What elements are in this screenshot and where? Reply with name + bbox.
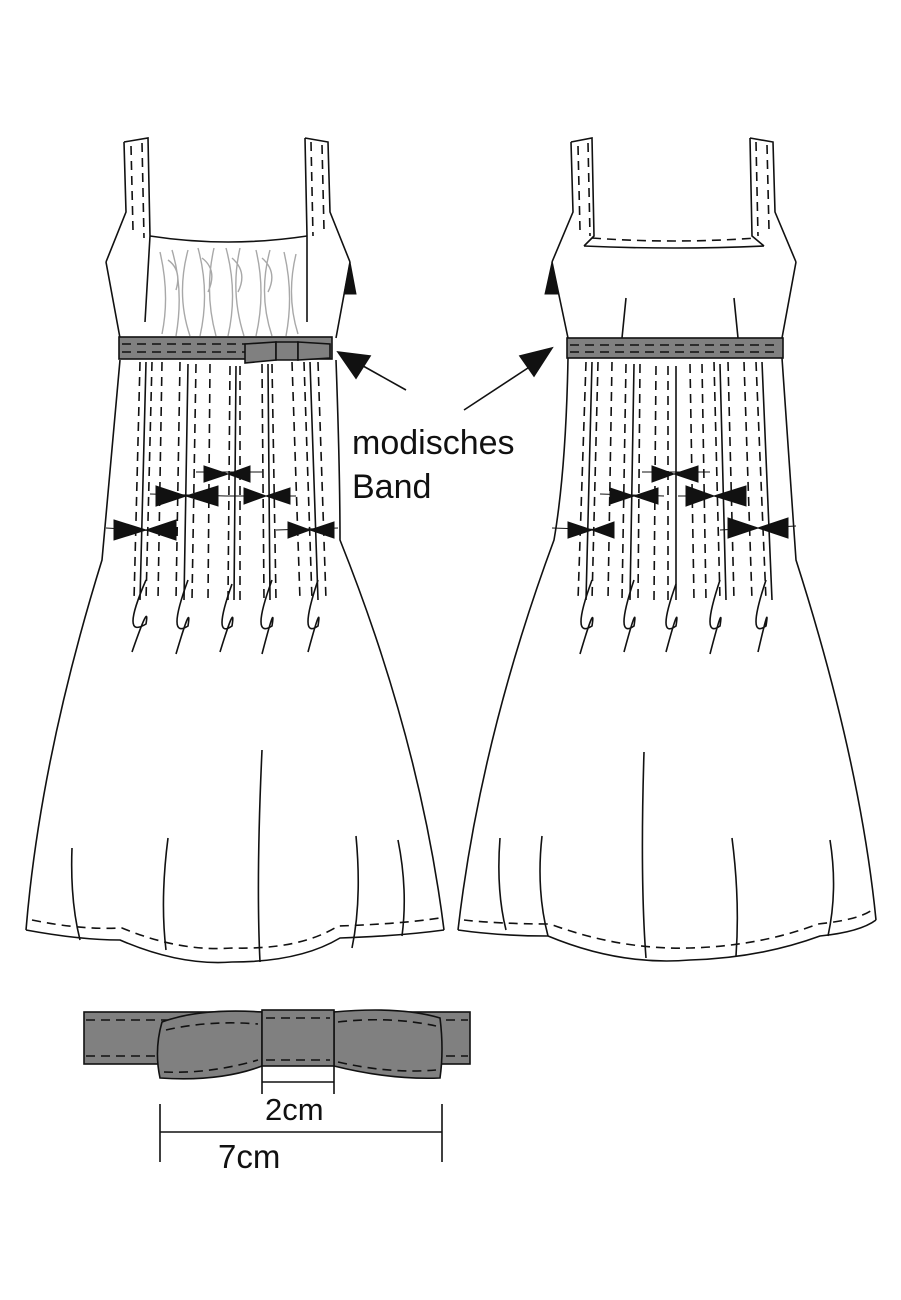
back-neckline-stitch: [591, 237, 757, 242]
dimension-line-7cm: [159, 1104, 443, 1162]
front-skirt-folds: [70, 749, 406, 963]
back-bowtie-markers: [544, 261, 789, 539]
bowtie-marker: [685, 485, 747, 507]
front-skirt-left-side: [25, 359, 121, 931]
back-skirt-right-side: [781, 357, 877, 921]
arrow-to-front-band: [355, 361, 407, 391]
front-hem-stitch: [31, 917, 441, 950]
front-notch-marker: [343, 261, 357, 295]
front-bowtie-markers: [113, 261, 357, 541]
back-skirt-folds: [498, 751, 835, 959]
bowtie-marker: [203, 465, 251, 483]
back-band-stitch: [570, 344, 780, 353]
front-pleat-loops: [131, 579, 320, 655]
front-band-bow: [244, 341, 331, 364]
front-mark-lines: [105, 471, 339, 533]
bow-left-loop: [156, 1010, 263, 1080]
dress-front-view: [25, 137, 445, 964]
back-neckline: [583, 245, 765, 249]
back-left-strap: [551, 137, 595, 263]
annotation-label-line2: Band: [352, 468, 432, 506]
front-left-strap: [105, 137, 151, 323]
band-callout-arrows: [336, 346, 554, 411]
back-hem-stitch: [463, 909, 873, 949]
back-pleat-loops: [579, 579, 768, 655]
front-neckline: [149, 235, 308, 243]
back-hem: [457, 919, 877, 962]
bowtie-marker: [155, 485, 219, 507]
front-pleat-lines: [133, 361, 327, 601]
back-band: [566, 337, 784, 359]
front-skirt-right-side: [335, 359, 445, 931]
bowtie-marker: [727, 517, 789, 539]
front-left-strap-stitch: [130, 142, 145, 239]
bowtie-marker: [243, 487, 291, 505]
front-bodice-sides: [105, 261, 351, 339]
back-bodice: [551, 261, 797, 339]
bowtie-marker: [287, 521, 335, 539]
arrowhead-front: [336, 350, 372, 380]
bowtie-marker: [609, 487, 659, 505]
arrowhead-back: [518, 346, 554, 378]
dimension-label-7cm: 7cm: [218, 1138, 281, 1175]
bow-loop-stitch: [163, 1017, 437, 1074]
back-left-strap-stitch: [577, 142, 591, 237]
dress-back-view: [457, 137, 877, 962]
bow-detail: [83, 1009, 471, 1162]
annotation-label-line1: modisches: [352, 424, 515, 462]
back-pleat-lines: [577, 361, 773, 601]
back-right-strap-stitch: [755, 141, 770, 237]
dimension-label-2cm: 2cm: [265, 1092, 324, 1127]
front-gathered-insert: [159, 247, 299, 337]
arrow-to-back-band: [463, 363, 535, 411]
front-hem: [25, 929, 445, 964]
dimension-line-2cm: [261, 1066, 335, 1094]
bowtie-marker: [113, 519, 177, 541]
back-notch-marker: [544, 261, 559, 295]
back-right-strap: [749, 137, 797, 263]
bowtie-marker: [567, 521, 615, 539]
front-right-strap-stitch: [310, 141, 325, 237]
bow-right-loop: [333, 1009, 443, 1080]
back-skirt-left-side: [457, 357, 569, 931]
bow-center-knot: [261, 1009, 335, 1067]
bowtie-marker: [651, 465, 699, 483]
